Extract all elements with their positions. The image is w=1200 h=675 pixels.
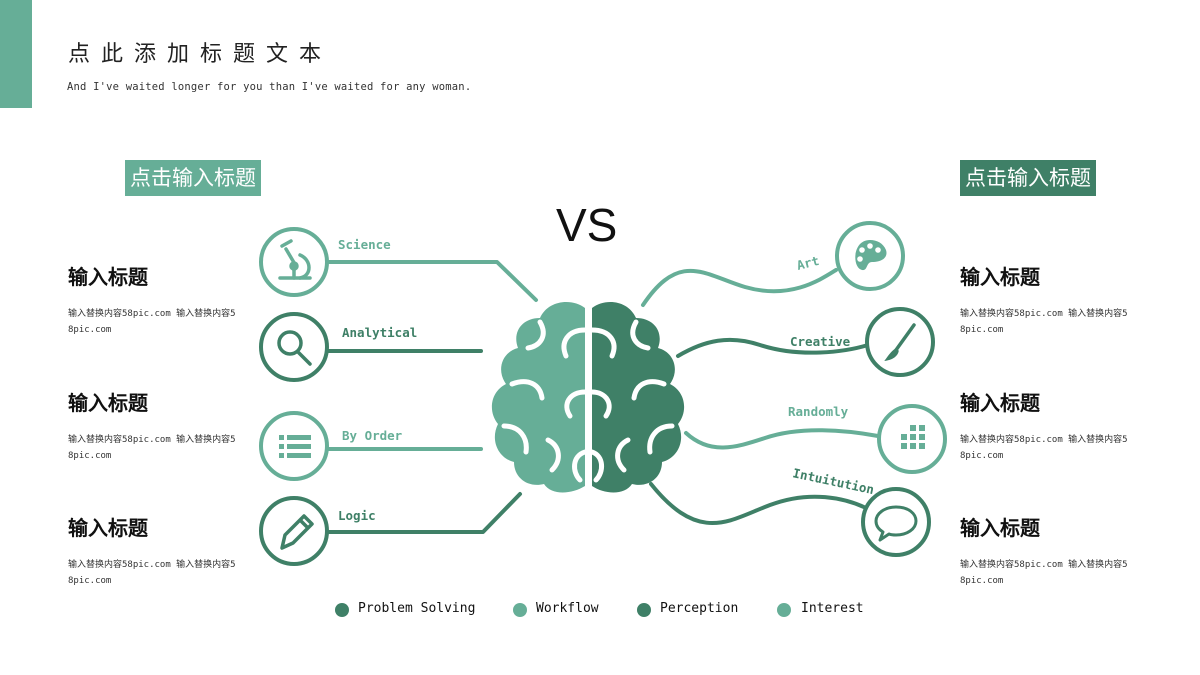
block-description[interactable]: 输入替换内容58pic.com 输入替换内容58pic.com [960,560,1128,586]
block-description[interactable]: 输入替换内容58pic.com 输入替换内容58pic.com [960,309,1128,335]
node-analytical[interactable] [259,312,329,382]
node-label-by-order: By Order [342,428,403,443]
block-title[interactable]: 输入标题 [68,391,148,415]
node-logic[interactable] [259,496,329,566]
right-text-block: 输入标题 输入替换内容58pic.com 输入替换内容58pic.com [960,390,1132,464]
legend-dot [335,603,349,617]
block-title[interactable]: 输入标题 [960,516,1040,540]
page-subtitle: And I've waited longer for you than I've… [67,81,472,93]
legend-label: Perception [660,601,738,616]
microscope-icon [278,239,312,280]
magnifier-icon [277,330,312,366]
legend: Problem Solving Workflow Perception Inte… [335,601,864,617]
legend-dot [637,603,651,617]
node-label-creative: Creative [790,334,851,349]
page-title: 点此添加标题文本 [68,42,333,67]
connector-logic [326,492,522,534]
node-art[interactable] [835,221,905,291]
connector-intuitution [649,482,868,525]
node-intuitution[interactable] [861,487,931,557]
corner-accent-bar [0,0,32,108]
pencil-icon [280,514,314,550]
block-description[interactable]: 输入替换内容58pic.com 输入替换内容58pic.com [960,435,1128,461]
connector-randomly [684,428,880,450]
grid-icon [901,425,925,449]
legend-dot [513,603,527,617]
legend-label: Interest [801,601,864,616]
legend-label: Problem Solving [358,601,475,616]
node-label-analytical: Analytical [342,325,417,340]
left-section-header[interactable]: 点击输入标题 [125,160,261,196]
brain-right-hemisphere [589,302,685,493]
node-science[interactable] [259,227,329,297]
speech-bubble-icon [874,505,918,542]
right-text-block: 输入标题 输入替换内容58pic.com 输入替换内容58pic.com [960,515,1132,589]
brain-left-hemisphere [491,302,588,493]
connector-art [641,268,838,307]
palette-icon [855,240,887,271]
node-label-art: Art [795,253,821,273]
node-label-science: Science [338,237,391,252]
connector-creative [676,337,870,358]
node-label-logic: Logic [338,508,376,523]
block-description[interactable]: 输入替换内容58pic.com 输入替换内容58pic.com [68,560,236,586]
node-creative[interactable] [865,307,935,377]
node-randomly[interactable] [877,404,947,474]
node-by-order[interactable] [259,411,329,481]
node-label-randomly: Randomly [788,404,849,419]
brush-icon [884,323,916,362]
left-text-block: 输入标题 输入替换内容58pic.com 输入替换内容58pic.com [68,390,240,464]
right-section-header[interactable]: 点击输入标题 [960,160,1096,196]
list-icon [279,435,311,458]
legend-dot [777,603,791,617]
right-text-block: 输入标题 输入替换内容58pic.com 输入替换内容58pic.com [960,264,1132,338]
left-text-block: 输入标题 输入替换内容58pic.com 输入替换内容58pic.com [68,515,240,589]
block-title[interactable]: 输入标题 [68,516,148,540]
block-title[interactable]: 输入标题 [960,265,1040,289]
block-description[interactable]: 输入替换内容58pic.com 输入替换内容58pic.com [68,435,236,461]
block-title[interactable]: 输入标题 [68,265,148,289]
block-title[interactable]: 输入标题 [960,391,1040,415]
node-label-intuitution: Intuitution [791,465,875,497]
block-description[interactable]: 输入替换内容58pic.com 输入替换内容58pic.com [68,309,236,335]
legend-label: Workflow [536,601,599,616]
left-text-block: 输入标题 输入替换内容58pic.com 输入替换内容58pic.com [68,264,240,338]
vs-label: VS [556,199,618,251]
connector-science [326,260,538,302]
